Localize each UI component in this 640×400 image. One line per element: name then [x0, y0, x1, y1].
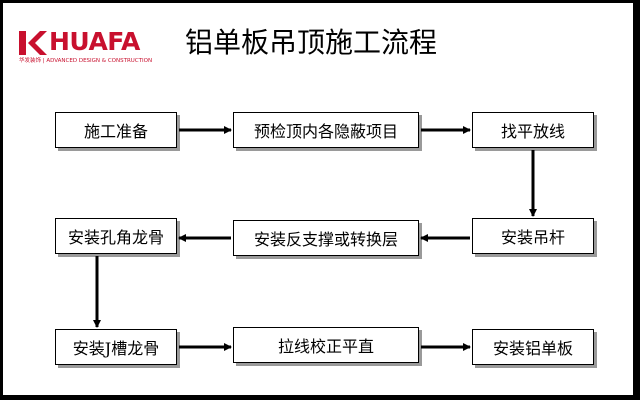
page-title: 铝单板吊顶施工流程 [185, 26, 438, 59]
slide: HUAFA 华发装饰 | ADVANCED DESIGN & CONSTRUCT… [3, 3, 633, 395]
step-construction-preparation: 施工准备 [55, 112, 177, 148]
step-install-reverse-support: 安装反支撑或转换层 [233, 220, 419, 256]
step-install-j-channel-keel: 安装J槽龙骨 [55, 329, 177, 365]
step-install-hangers: 安装吊杆 [472, 218, 594, 254]
logo-brand-text: HUAFA [49, 27, 140, 56]
huafa-logo: HUAFA 华发装饰 | ADVANCED DESIGN & CONSTRUCT… [19, 27, 179, 67]
step-install-corner-keel: 安装孔角龙骨 [55, 218, 177, 254]
step-pre-inspection-concealed-items: 预检顶内各隐蔽项目 [233, 112, 419, 148]
step-install-aluminum-panel: 安装铝单板 [472, 329, 594, 365]
step-string-line-alignment: 拉线校正平直 [233, 327, 419, 363]
logo-tagline: 华发装饰 | ADVANCED DESIGN & CONSTRUCTION [19, 58, 153, 64]
k-logo-icon [19, 31, 47, 55]
step-leveling-lineout: 找平放线 [472, 112, 594, 148]
